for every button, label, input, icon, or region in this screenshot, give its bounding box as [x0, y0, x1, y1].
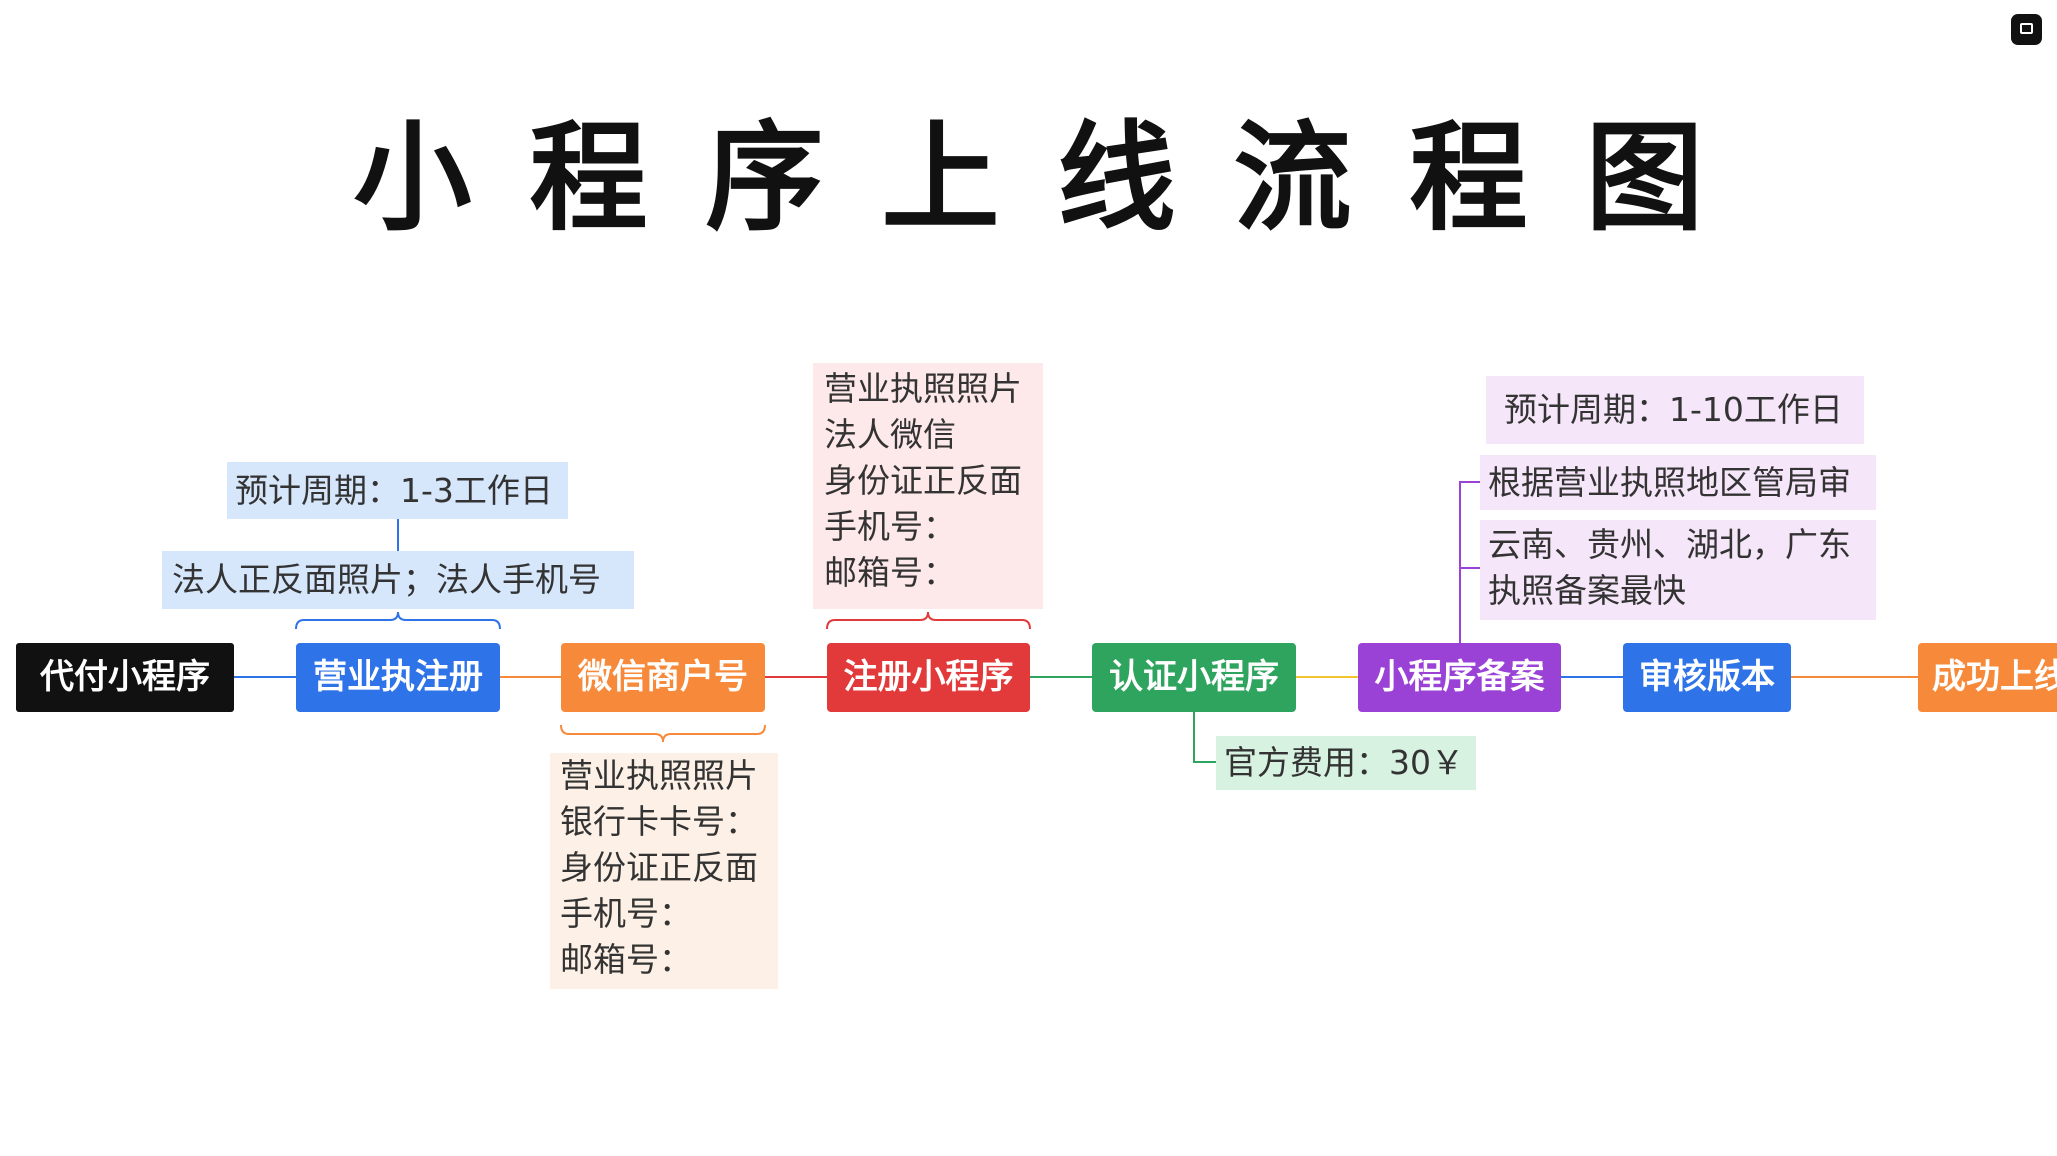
filing-period-note: 预计周期：1-10工作日 — [1486, 376, 1864, 444]
step-business-license[interactable]: 营业执注册 — [296, 643, 500, 712]
step-miniprogram-filing[interactable]: 小程序备案 — [1358, 643, 1561, 712]
merchant-line: 身份证正反面 — [560, 848, 758, 887]
app-corner-icon[interactable] — [2011, 14, 2042, 45]
register-line: 法人微信 — [824, 415, 956, 454]
merchant-line: 营业执照照片 — [560, 756, 758, 795]
step-verify-miniprogram[interactable]: 认证小程序 — [1092, 643, 1296, 712]
register-line: 身份证正反面 — [824, 461, 1022, 500]
merchant-requirements-note: 营业执照照片 银行卡卡号： 身份证正反面 手机号： 邮箱号： — [550, 753, 778, 989]
step-register-miniprogram[interactable]: 注册小程序 — [827, 643, 1030, 712]
license-brace — [295, 611, 501, 630]
register-line: 手机号： — [824, 507, 956, 546]
step-review-version[interactable]: 审核版本 — [1623, 643, 1791, 712]
register-line: 邮箱号： — [824, 553, 956, 592]
step-daifu-miniprogram[interactable]: 代付小程序 — [16, 643, 234, 712]
step-launch-success[interactable]: 成功上线 — [1918, 643, 2057, 712]
verify-fee-link — [1193, 712, 1216, 763]
merchant-line: 手机号： — [560, 894, 692, 933]
filing-fast-note: 云南、贵州、湖北，广东 执照备案最快 — [1480, 520, 1876, 620]
filing-review-note: 根据营业执照地区管局审 — [1480, 455, 1876, 510]
merchant-brace — [560, 724, 766, 743]
license-requirements-note: 法人正反面照片；法人手机号 — [162, 551, 634, 609]
verify-fee-note: 官方费用：30￥ — [1216, 736, 1476, 790]
page-title: 小程序上线流程图 — [353, 108, 1762, 247]
register-brace — [826, 611, 1031, 630]
merchant-line: 邮箱号： — [560, 940, 692, 979]
register-requirements-note: 营业执照照片 法人微信 身份证正反面 手机号： 邮箱号： — [813, 363, 1043, 609]
license-period-note: 预计周期：1-3工作日 — [227, 462, 568, 519]
filing-links — [1459, 481, 1480, 643]
filing-fast-line: 执照备案最快 — [1488, 571, 1686, 610]
filing-fast-line: 云南、贵州、湖北，广东 — [1488, 525, 1851, 564]
step-wechat-merchant[interactable]: 微信商户号 — [561, 643, 765, 712]
merchant-line: 银行卡卡号： — [560, 802, 758, 841]
register-line: 营业执照照片 — [824, 369, 1022, 408]
